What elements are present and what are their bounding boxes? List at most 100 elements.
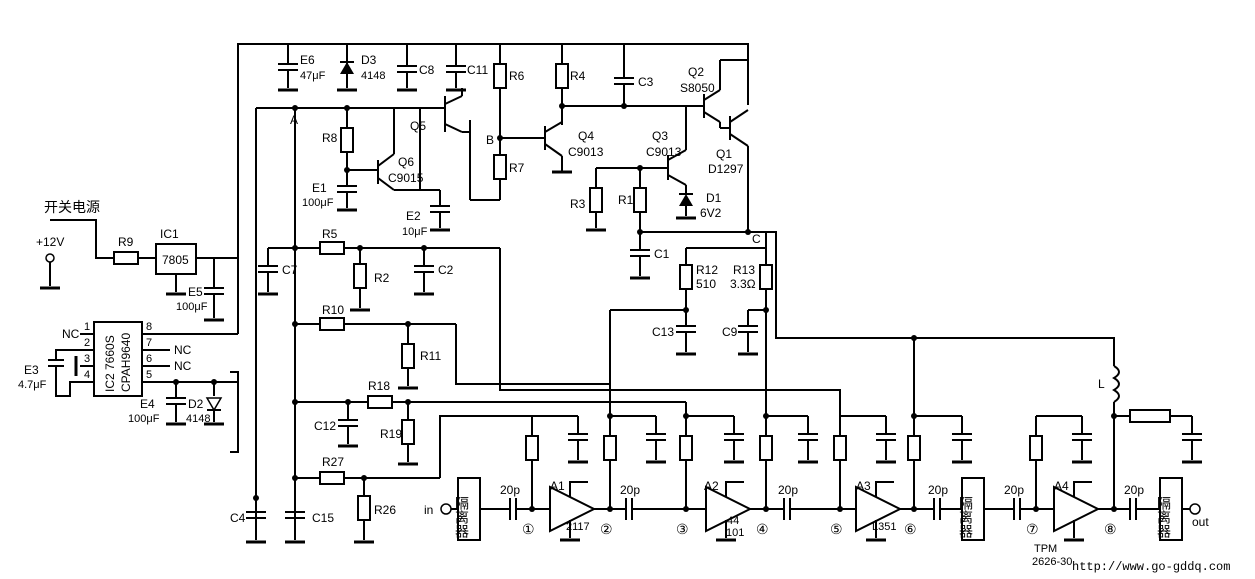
label-q2: Q2 [688,65,704,79]
transistor-q4: Q4 C9013 [500,121,604,174]
label-r3: R3 [570,197,586,211]
label-e5: E5 [188,285,203,299]
node-5-marker: ⑤ [830,521,843,537]
node-2-marker: ② [600,521,613,537]
label-q1: Q1 [716,147,732,161]
amplifier-a2: ③ A2 44 101 ④ 20p [676,310,856,542]
top-rail [237,43,749,540]
label-e2: E2 [406,209,421,223]
a1-label: A1 [550,479,565,493]
a3-part: L351 [872,521,896,533]
node-3-marker: ③ [676,521,689,537]
label-c12: C12 [314,419,336,433]
label-q1-type: D1297 [708,162,744,176]
a4-part-2: 2626-30 [1032,556,1072,568]
filter-r5: R5 R2 C2 C7 [258,227,841,416]
a3-label: A3 [856,479,871,493]
label-q4-type: C9013 [568,145,604,159]
label-c15: C15 [312,511,334,525]
label-d1-value: 6V2 [700,206,722,220]
label-c4: C4 [230,511,246,525]
label-q2-type: S8050 [680,81,715,95]
label-q5: Q5 [410,119,426,133]
ic2-pin3: 3 [84,353,90,365]
ic2-name: IC2 7660S [103,335,117,392]
label-e3-value: 4.7μF [18,379,47,391]
ic2-pin2: 2 [84,337,90,349]
diode-d3: D3 4148 [337,44,385,92]
label-r11: R11 [420,349,441,363]
label-d2-value: 4148 [186,413,210,425]
isolator-3-label: 隔离器 [1156,496,1172,538]
node-c-network: C R12 510 R13 3.3Ω C13 C9 [610,229,1115,366]
label-e1: E1 [312,181,327,195]
label-r27: R27 [322,455,344,469]
input-terminal [440,503,452,515]
label-e6-value: 47μF [300,70,326,82]
node-6-marker: ⑥ [904,521,917,537]
label-r9: R9 [118,235,134,249]
node-c-label: C [752,232,761,246]
ic2-nc-6: NC [174,359,192,373]
transistor-q2-q1: Q2 S8050 Q1 D1297 [680,59,749,232]
node-b-label: B [486,133,494,147]
label-q4: Q4 [578,129,594,143]
ic2-code: CPAH9640 [119,333,133,392]
regulator-label: 7805 [162,253,189,267]
capacitor-c1: C1 [630,229,766,280]
label-r2: R2 [374,271,390,285]
resistor-r4: R4 C3 [555,44,686,125]
label-c1: C1 [654,247,670,261]
a2-part: 44 [727,515,739,527]
label-r19: R19 [380,427,402,441]
label-c9: C9 [722,325,738,339]
ic2-pin1: 1 [84,321,90,333]
power-title: 开关电源 [44,199,100,215]
label-r4: R4 [570,69,586,83]
ic2-nc-7: NC [174,343,192,357]
signal-chain: in 隔离器 20p ① [424,415,588,541]
vin-label: +12V [36,235,64,249]
label-c8: C8 [419,63,435,77]
label-e6: E6 [300,53,315,67]
label-q6-type: C9015 [388,171,424,185]
node-1-marker: ① [522,521,535,537]
capacitor-c8: C8 [397,44,435,92]
ic2-pin8: 8 [146,321,152,333]
label-d3: D3 [361,53,377,67]
ic2-pin6: 6 [146,353,152,365]
capacitor-e6: E6 47μF [278,44,326,92]
filter-r18: R18 C12 R19 [292,379,686,466]
label-r18: R18 [368,379,390,393]
ic2-pin5: 5 [146,369,152,381]
a1-part: 2117 [566,521,590,533]
label-c7: C7 [282,263,298,277]
amplifier-a1: A1 2117 ② 20p [549,310,706,542]
ic2-pin4: 4 [84,369,90,381]
label-r7: R7 [509,161,525,175]
label-r12-value: 510 [696,277,716,291]
ic2-nc-1: NC [62,327,80,341]
switching-supply: 开关电源 +12V 7805 IC1 R9 E5 100μF [36,199,238,322]
ic2-pin7: 7 [146,337,152,349]
capacitor-c11: C11 [446,44,488,92]
a2-label: A2 [704,479,719,493]
label-e4-value: 100μF [128,413,160,425]
node-8-marker: ⑧ [1104,521,1117,537]
label-e5-value: 100μF [176,301,208,313]
label-e2-value: 10μF [402,226,428,238]
label-e3: E3 [24,363,39,377]
amplifier-a3: ⑤ A3 L351 ⑥ 20p 隔离器 [830,335,1054,542]
transistor-q3: Q3 C9013 R3 R1 D1 6V2 [570,106,722,232]
watermark: http://www.go-gddq.com [1072,560,1230,574]
ic2-7660: IC2 7660S CPAH9640 1 2 3 4 5 6 7 8 NC NC… [18,300,239,453]
cap-20p-4: 20p [928,483,948,497]
output-terminal [1189,503,1201,515]
label-q6: Q6 [398,155,414,169]
amplifier-a4: ⑦ A4 TPM 2626-30 ⑧ L 20p [1026,365,1209,568]
label-c2: C2 [438,263,454,277]
cap-20p-1: 20p [500,483,520,497]
label-r13: R13 [733,263,755,277]
label-q3: Q3 [652,129,668,143]
